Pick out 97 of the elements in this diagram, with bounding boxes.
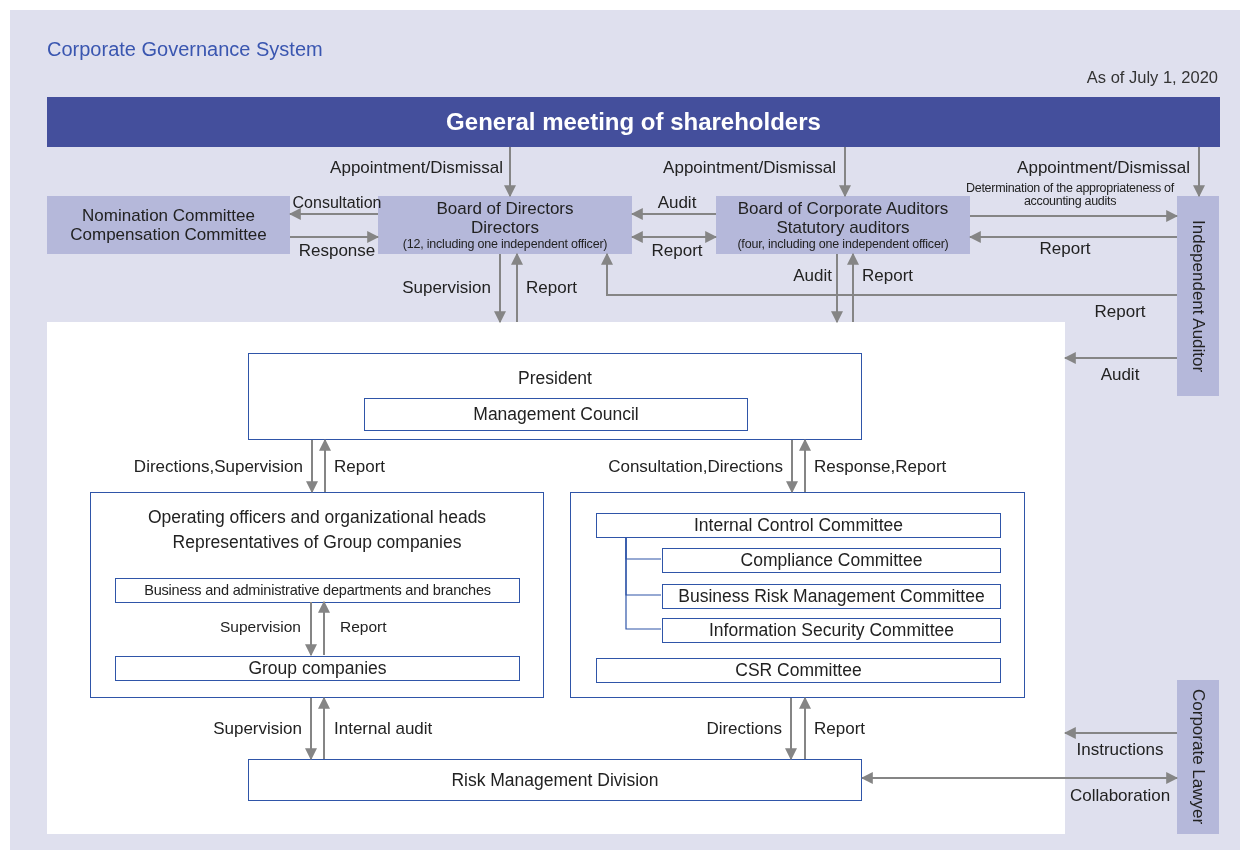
node-label: Nomination Committee (82, 205, 255, 225)
node-label: Risk Management Division (451, 769, 659, 791)
node-label: Information Security Committee (708, 619, 955, 643)
node-label: Corporate Lawyer (1188, 689, 1208, 825)
edge-label: Report (862, 267, 914, 285)
node-label: Group companies (248, 657, 387, 681)
arrow (1063, 352, 1178, 364)
arrow (799, 438, 811, 493)
edge-label: Appointment/Dismissal (1017, 159, 1190, 177)
node-label: Independent Auditor (1188, 219, 1208, 373)
node-label: General meeting of shareholders (446, 108, 821, 136)
body-box (47, 196, 290, 254)
arrow (504, 146, 516, 198)
edge-label: Report (814, 720, 866, 738)
group-box (248, 353, 862, 440)
edge-label: Response (298, 242, 376, 260)
arrow (785, 697, 797, 761)
node-label: Compliance Committee (740, 549, 923, 573)
edge-label: Supervision (213, 720, 302, 738)
edge-label: Directions,Supervision (133, 458, 303, 476)
unit-box (662, 618, 1001, 643)
edge-label: Report (1039, 240, 1091, 258)
node-label: Operating officers and organizational heads (147, 506, 487, 529)
edge-label: Audit (657, 194, 697, 212)
edge-label: Report (340, 618, 387, 636)
date-note: As of July 1, 2020 (1086, 68, 1218, 87)
side-box (1177, 196, 1219, 396)
arrow (288, 208, 379, 220)
node-label: (four, including one independent officer) (737, 237, 949, 252)
banner-box (47, 97, 1220, 147)
edge-label: Supervision (220, 618, 301, 636)
unit-box (115, 656, 520, 681)
arrow (831, 253, 843, 324)
arrow (630, 208, 717, 220)
edge-label: Report (334, 458, 386, 476)
unit-box (596, 513, 1001, 538)
node-label: CSR Committee (735, 659, 862, 683)
unit-box (364, 398, 748, 431)
group-box (90, 492, 544, 698)
node-label: Board of Corporate Auditors (737, 198, 949, 218)
body-box (716, 196, 970, 254)
arrow (860, 772, 1179, 784)
arrow (1063, 727, 1178, 739)
edge-label: Internal audit (334, 720, 433, 738)
edge-label: Report (1094, 303, 1146, 321)
connector-line (625, 536, 662, 630)
node-label: Board of Directors (436, 198, 574, 218)
arrow (847, 252, 859, 323)
node-label: President (518, 367, 592, 390)
node-label: Internal Control Committee (693, 514, 904, 538)
node-label: Statutory auditors (776, 218, 910, 238)
arrow (968, 231, 1178, 243)
frame-box (570, 492, 1025, 698)
side-box (1177, 680, 1219, 834)
arrow (289, 231, 380, 243)
node-label: (12, including one independent officer) (402, 237, 608, 252)
arrow (969, 210, 1179, 222)
edge-label: Directions (706, 720, 782, 738)
arrow (306, 439, 318, 494)
diagram-title: Corporate Governance System (47, 38, 323, 61)
node-label: Compensation Committee (70, 225, 267, 245)
node-label: Business Risk Management Committee (678, 585, 985, 609)
node-label: Management Council (473, 403, 639, 427)
arrow (318, 600, 330, 656)
frame-box (47, 322, 1065, 834)
node-label: Business and administrative departments and branches (144, 581, 491, 601)
arrow (494, 253, 506, 324)
arrow (305, 601, 317, 657)
arrow (318, 696, 330, 760)
arrow (630, 231, 718, 243)
edge-label: Report (526, 279, 578, 297)
edge-label: Audit (1100, 366, 1140, 384)
edge-label: Instructions (1076, 741, 1164, 759)
arrow (799, 696, 811, 760)
edge-label: Supervision (402, 279, 491, 297)
node-label: Representatives of Group companies (172, 530, 462, 554)
edge-label: Appointment/Dismissal (330, 159, 503, 177)
arrow (786, 439, 798, 494)
arrow (839, 146, 851, 198)
unit-box (248, 759, 862, 801)
unit-box (596, 658, 1001, 683)
node-label: Directors (471, 218, 539, 238)
unit-box (662, 548, 1001, 573)
edge-label: Audit (793, 267, 832, 285)
edge-label: Consultation (292, 194, 382, 212)
edge-label: Response,Report (814, 458, 947, 476)
edge-label: Consultation,Directions (608, 458, 783, 476)
arrow (305, 697, 317, 761)
edge-label: Report (651, 242, 703, 260)
edge-label: Appointment/Dismissal (663, 159, 836, 177)
arrow (1193, 146, 1205, 198)
arrow (319, 438, 331, 493)
arrow (601, 252, 1178, 296)
unit-box (115, 578, 520, 603)
edge-label: Collaboration (1069, 787, 1171, 805)
edge-label: Determination of the appropriateness of accounting audits (965, 181, 1176, 209)
arrow (511, 252, 523, 323)
